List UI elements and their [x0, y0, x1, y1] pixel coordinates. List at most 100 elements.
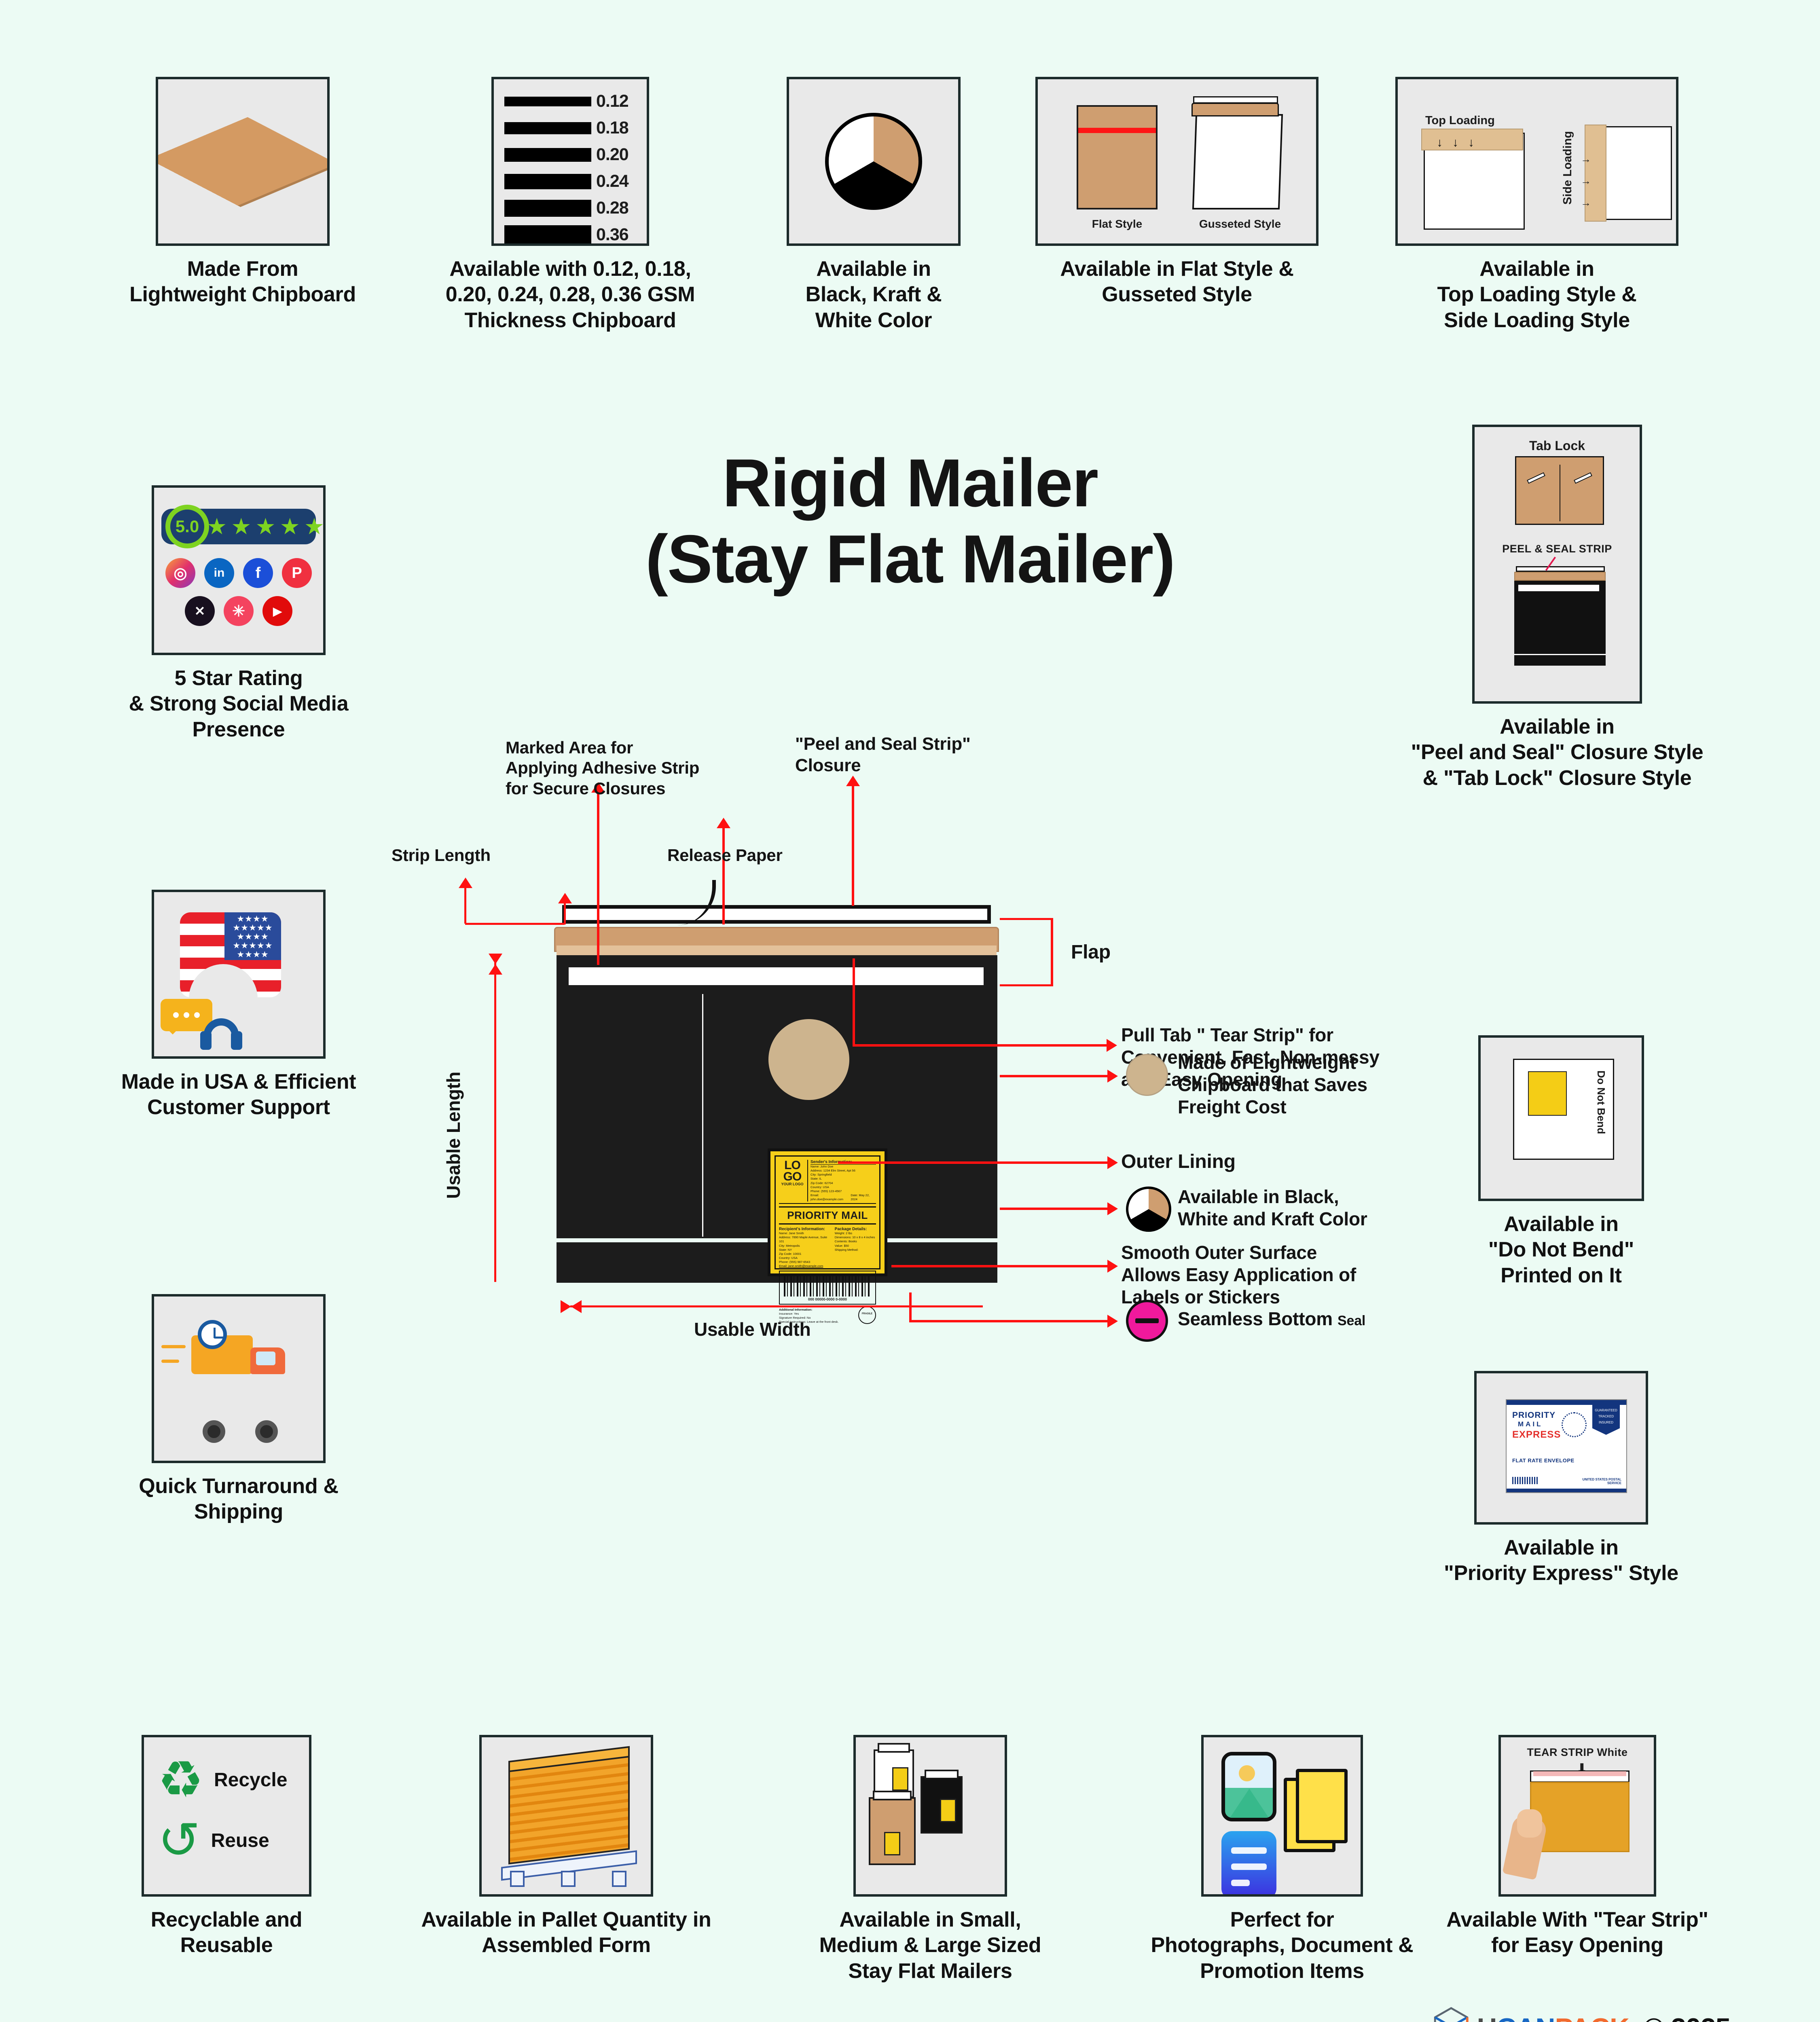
colors-arrow	[1000, 1202, 1118, 1215]
closure-style-icon: Tab Lock PEEL & SEAL STRIP	[1472, 425, 1642, 704]
mailer-flap	[877, 1743, 910, 1753]
color-swatch-icon	[1126, 1187, 1171, 1232]
feature-caption: Available in Pallet Quantity in Assemble…	[421, 1908, 711, 1957]
flap-bracket-bottom	[1000, 984, 1053, 986]
pallet-leg	[561, 1871, 576, 1887]
peel-seal-body	[1514, 581, 1606, 666]
mailer-large-kraft	[869, 1791, 916, 1865]
x-twitter-icon[interactable]: ✕	[185, 596, 215, 626]
thickness-value: 0.24	[596, 171, 629, 191]
feature-caption: Available in "Priority Express" Style	[1444, 1536, 1678, 1585]
chipboard-material-sample	[768, 1019, 849, 1100]
thickness-value: 0.20	[596, 145, 629, 164]
gusseted-style-label: Gusseted Style	[1199, 218, 1281, 230]
tear-strip-label: TEAR STRIP White	[1527, 1746, 1628, 1758]
clock-icon	[198, 1320, 227, 1349]
pallet-leg	[612, 1871, 626, 1887]
linkedin-icon[interactable]: in	[204, 558, 234, 588]
barcode-block: 000 00000-0000 0-0000	[779, 1271, 876, 1305]
feature-closure-styles: Tab Lock PEEL & SEAL STRIP Available in …	[1375, 425, 1739, 791]
mailer-flap	[873, 1791, 912, 1800]
service-type: PRIORITY MAIL	[779, 1206, 876, 1225]
label-date: Date: May 22, 2024	[851, 1193, 870, 1201]
chat-bubble-icon	[161, 999, 212, 1034]
recycle-icon: ♻	[158, 1751, 203, 1808]
thickness-row: 0.28	[504, 198, 636, 218]
feature-tear-strip: TEAR STRIP White ⬇ Available With "Tear …	[1407, 1735, 1747, 1959]
flap-bracket-top	[1000, 918, 1053, 920]
pinterest-icon[interactable]: P	[282, 558, 312, 588]
reuse-row: ↺ Reuse	[144, 1815, 309, 1866]
tracked-text: TRACKED	[1598, 1415, 1614, 1419]
do-not-bend-icon: Do Not Bend	[1478, 1035, 1644, 1201]
feature-do-not-bend: Do Not Bend Available in "Do Not Bend" P…	[1416, 1035, 1707, 1288]
pallet-mailer-stack	[508, 1756, 630, 1865]
delivery-truck-icon	[152, 1294, 326, 1463]
thickness-value: 0.36	[596, 225, 629, 244]
sender-lines: Name: John Doe Address: 1234 Elm Street,…	[811, 1165, 876, 1201]
pallet-stack-icon	[479, 1735, 653, 1897]
side-loading-flap	[1585, 125, 1606, 222]
truck-wheel	[255, 1420, 278, 1443]
annotation-peel-and-seal: "Peel and Seal Strip" Closure	[795, 734, 971, 775]
usps-text: UNITED STATES POSTAL SERVICE	[1582, 1478, 1621, 1485]
strip-length-arrow	[458, 878, 472, 924]
mail-text: MAIL	[1518, 1420, 1543, 1428]
priority-express-envelope: PRIORITY MAIL EXPRESS GUARANTEED TRACKED…	[1506, 1399, 1627, 1493]
guaranteed-text: GUARANTEED	[1595, 1409, 1617, 1412]
flap-bracket-side	[1051, 918, 1053, 986]
thickness-bar	[504, 96, 591, 106]
thickness-bar	[504, 173, 591, 189]
tear-strip-hand-icon: TEAR STRIP White ⬇	[1498, 1735, 1656, 1897]
footer-branding: UCANPACK © 2025	[1432, 2006, 1731, 2022]
pull-tab-arrow	[853, 1039, 1117, 1052]
usable-width-dim	[561, 1300, 983, 1313]
facebook-icon[interactable]: f	[243, 558, 273, 588]
rating-value: 5.0	[165, 505, 209, 548]
flat-rate-text: FLAT RATE ENVELOPE	[1512, 1457, 1575, 1464]
star-icon: ★	[231, 514, 252, 539]
mailer-label	[884, 1832, 900, 1855]
feature-caption: 5 Star Rating & Strong Social Media Pres…	[129, 666, 349, 741]
side-loading-label: Side Loading	[1561, 131, 1574, 205]
ucanpack-cube-logo	[1432, 2006, 1471, 2022]
feature-five-star-rating: 5.0 ★ ★ ★ ★ ★ ◎ in f P ✕ ✳ ▶ 5 Star Rati…	[73, 485, 404, 742]
feature-top-side-loading: Top Loading ↓↓↓ Side Loading →→→ Availab…	[1355, 77, 1719, 333]
annotation-marked-area: Marked Area for Applying Adhesive Strip …	[506, 738, 700, 798]
adhesive-strip-liner	[562, 905, 991, 924]
document-icon	[1221, 1831, 1276, 1894]
feature-recyclable-reusable: ♻ Recycle ↺ Reuse Recyclable and Reusabl…	[73, 1735, 380, 1959]
pallet-leg	[510, 1871, 525, 1887]
thickness-bar	[504, 225, 591, 243]
headset-icon	[195, 1018, 247, 1050]
gusset-flap	[1191, 103, 1279, 116]
strip-length-arrow-2	[558, 893, 572, 924]
reuse-label: Reuse	[211, 1830, 269, 1851]
star-icon: ★	[255, 514, 276, 539]
page-title-line2: (Stay Flat Mailer)	[645, 521, 1175, 597]
mailer-label	[940, 1799, 956, 1822]
side-loading-envelope	[1599, 126, 1672, 220]
thickness-row: 0.18	[504, 118, 636, 138]
social-row-1: ◎ in f P	[154, 558, 323, 588]
do-not-bend-envelope: Do Not Bend	[1513, 1059, 1614, 1160]
youtube-icon[interactable]: ▶	[262, 596, 292, 626]
sender-heading: Sender's Information:	[811, 1160, 876, 1165]
instagram-icon[interactable]: ◎	[165, 558, 195, 588]
thickness-bars-icon: 0.12 0.18 0.20 0.24 0.28 0.36	[491, 77, 649, 246]
yelp-icon[interactable]: ✳	[224, 596, 254, 626]
star-icon: ★	[207, 514, 227, 539]
feature-lightweight-chipboard: Made From Lightweight Chipboard	[81, 77, 404, 308]
chipboard-sheet-icon	[156, 77, 330, 246]
gusset-release-liner	[1193, 96, 1278, 104]
smooth-surface-arrow	[891, 1260, 1118, 1273]
peel-seal-flap	[1514, 572, 1606, 581]
rating-social-icon: 5.0 ★ ★ ★ ★ ★ ◎ in f P ✕ ✳ ▶	[152, 485, 326, 655]
thickness-bar	[504, 122, 591, 134]
annotation-colors: Available in Black, White and Kraft Colo…	[1178, 1186, 1367, 1230]
strip-length-leader	[465, 923, 565, 925]
top-loading-label: Top Loading	[1425, 114, 1495, 127]
color-pie-icon	[787, 77, 961, 246]
marked-area-arrow	[591, 782, 605, 965]
rating-bar: 5.0 ★ ★ ★ ★ ★	[161, 505, 323, 548]
